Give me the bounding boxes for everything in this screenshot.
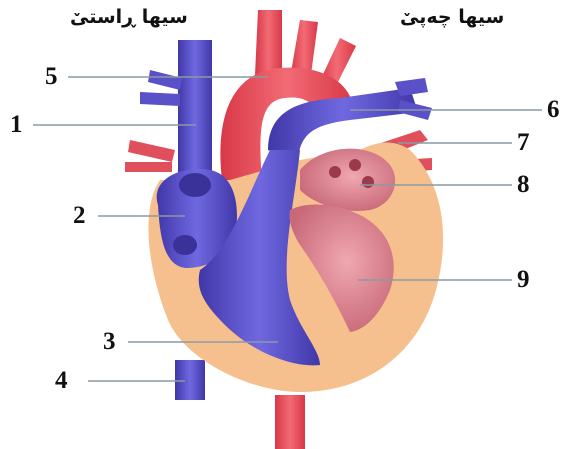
callout-5: 5 [45, 64, 58, 89]
inferior-vena-cava [175, 360, 205, 400]
pulmonary-veins-left-top [140, 70, 182, 106]
callout-2: 2 [73, 203, 86, 228]
pulmonary-vein-opening [362, 176, 374, 188]
callout-1: 1 [10, 112, 23, 137]
callout-6: 6 [547, 97, 560, 122]
pulmonary-vein-opening [349, 159, 361, 171]
left-side-label: سیها چەپیٚ [400, 6, 504, 28]
pulmonary-arteries-right [125, 140, 175, 172]
callout-7: 7 [517, 130, 530, 155]
callout-4: 4 [55, 368, 68, 393]
right-atrium-opening [179, 173, 211, 197]
right-atrium-opening-lower [173, 235, 197, 255]
pulmonary-vein-opening [329, 166, 341, 178]
right-side-label: سیها ڕاستیٚ [70, 6, 188, 28]
callout-8: 8 [517, 172, 530, 197]
descending-aorta [275, 395, 305, 449]
callout-9: 9 [517, 267, 530, 292]
callout-3: 3 [103, 329, 116, 354]
